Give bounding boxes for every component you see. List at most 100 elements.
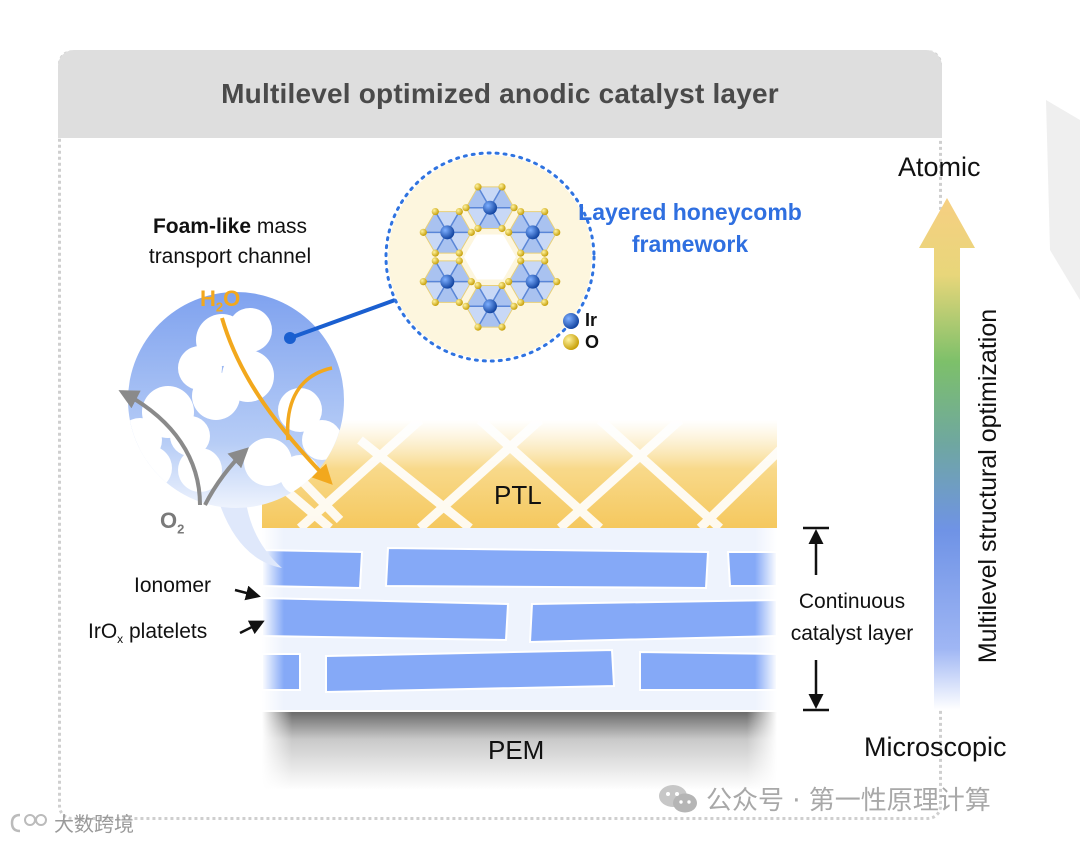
platelet	[261, 596, 510, 642]
oxygen-label-sub: 2	[177, 521, 185, 537]
platelets-label: IrOx platelets	[88, 620, 207, 646]
zoom-connector-dot	[284, 332, 296, 344]
honeycomb-vacancy	[464, 234, 516, 280]
o-atom	[474, 281, 482, 290]
o-atom	[467, 278, 475, 286]
oxygen-arrow-right	[203, 447, 249, 506]
o-atom	[517, 249, 525, 257]
o-atom	[498, 323, 506, 331]
ionomer-label: Ionomer	[134, 574, 212, 597]
honeycomb-inset	[384, 151, 596, 363]
wechat-icon	[659, 784, 697, 812]
o-atom	[541, 249, 549, 257]
bg-shape	[1046, 100, 1080, 300]
foam-label-line2: transport channel	[148, 245, 312, 268]
zoom-connector	[289, 298, 396, 340]
o-atom	[455, 249, 463, 257]
ir-atom	[440, 274, 455, 289]
platelet	[528, 598, 778, 644]
platelets-pointer-arrow	[239, 620, 265, 635]
foam-bubble	[128, 292, 344, 568]
legend-ir-label: Ir	[585, 310, 598, 330]
ir-atom	[483, 299, 497, 314]
honeycomb-label-line2: framework	[631, 231, 749, 257]
ir-atom	[525, 274, 540, 289]
scale-arrow	[919, 198, 975, 710]
water-label-base: H	[200, 286, 216, 311]
catalyst-label-line1: Continuous	[798, 590, 906, 613]
o-atom	[498, 224, 506, 233]
foam-label: Foam-like mass transport channel	[120, 212, 340, 272]
platelet	[325, 648, 616, 694]
o-atom-legend-icon	[563, 334, 579, 350]
o-atom	[467, 228, 475, 236]
o-atom	[431, 249, 439, 257]
scale-top-label: Atomic	[898, 152, 981, 182]
ionomer-pointer-arrow	[234, 585, 261, 601]
water-label-sub: 2	[215, 299, 224, 315]
o-atom	[474, 224, 482, 233]
honeycomb-label: Layered honeycomb framework	[560, 196, 820, 260]
wechat-watermark-text: 公众号 · 第一性原理计算	[706, 786, 991, 816]
pem-label: PEM	[488, 735, 545, 765]
o-atom	[498, 183, 506, 191]
oxygen-arrow-left	[118, 390, 202, 506]
ir-atom	[483, 200, 497, 215]
o-atom	[553, 228, 561, 236]
honeycomb-structure	[419, 183, 561, 331]
legend-o-label: O	[585, 332, 600, 352]
o-atom	[541, 298, 549, 307]
scale-axis-label: Multilevel structural optimization	[974, 308, 1002, 664]
scale-bottom-label: Microscopic	[864, 732, 1007, 762]
o-atom	[541, 207, 549, 216]
catalyst-layer	[261, 528, 778, 710]
o-atom	[462, 302, 470, 310]
o-atom	[517, 298, 525, 307]
water-arrow	[220, 317, 333, 485]
o-atom	[474, 323, 482, 331]
o-atom	[474, 183, 482, 191]
o-atom	[505, 228, 513, 236]
o-atom	[541, 257, 549, 265]
o-atom	[431, 298, 439, 307]
page-title: Multilevel optimized anodic catalyst lay…	[221, 78, 779, 109]
wechat-watermark: 公众号 · 第一性原理计算	[658, 780, 991, 817]
ptl-layer	[262, 420, 777, 528]
o-atom	[517, 257, 525, 265]
o-atom	[419, 228, 427, 236]
catalyst-layer-label: Continuous catalyst layer	[772, 586, 932, 650]
foam-label-rest: mass	[251, 215, 308, 238]
o-atom	[431, 207, 439, 216]
platelet	[384, 546, 710, 590]
catalyst-label-line2: catalyst layer	[790, 622, 914, 645]
o-atom	[462, 204, 470, 212]
o-atom	[455, 207, 463, 216]
pem-layer	[262, 712, 777, 790]
water-label: H2O	[200, 286, 240, 314]
corner-watermark-text: 大数跨境	[54, 812, 134, 836]
platelets-label-tail: platelets	[123, 620, 208, 643]
o-atom	[419, 278, 427, 286]
title-bar: Multilevel optimized anodic catalyst lay…	[58, 50, 942, 138]
water-label-tail: O	[223, 286, 241, 311]
o-atom	[517, 207, 525, 216]
platelets-label-sub: x	[117, 632, 124, 647]
o-atom	[431, 257, 439, 265]
o-atom	[553, 278, 561, 286]
o-atom	[498, 281, 506, 290]
o-atom	[510, 302, 518, 310]
platelets-label-base: IrO	[88, 620, 118, 643]
o-atom	[455, 257, 463, 265]
corner-watermark: 大数跨境	[8, 808, 134, 837]
honeycomb-label-line1: Layered honeycomb	[578, 199, 802, 225]
ptl-label: PTL	[494, 480, 542, 510]
ir-atom-legend-icon	[563, 313, 579, 329]
ir-atom	[440, 225, 455, 240]
corner-logo-icon	[10, 813, 47, 832]
o-atom	[505, 278, 513, 286]
catalyst-bracket	[803, 526, 829, 712]
water-arrow-branch	[285, 366, 333, 441]
o-atom	[510, 204, 518, 212]
foam-label-bold: Foam-like	[152, 215, 251, 238]
